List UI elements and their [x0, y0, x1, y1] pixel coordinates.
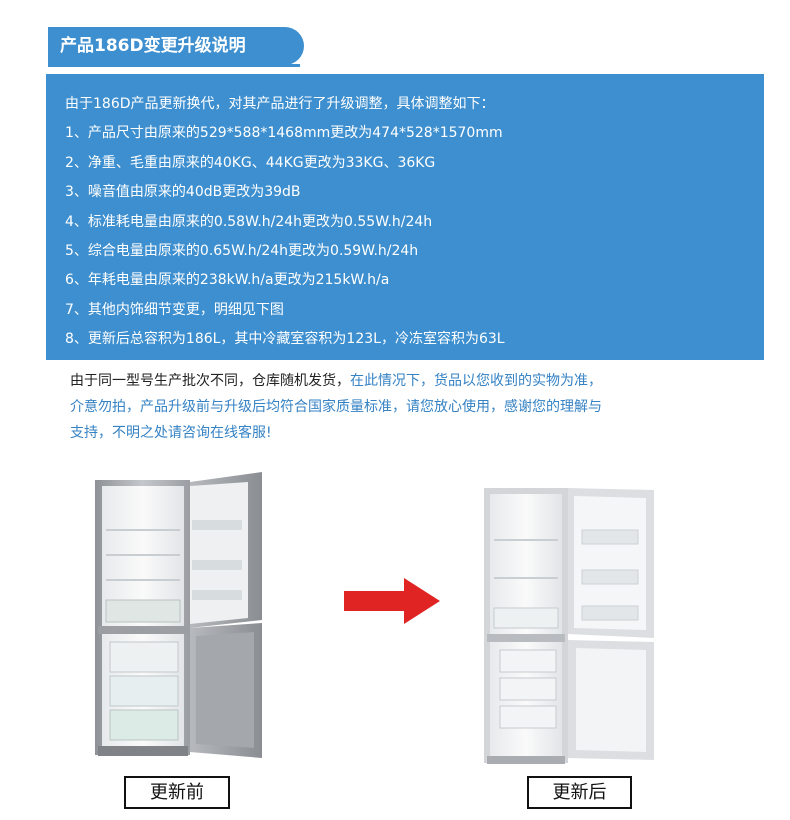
info-intro: 由于186D产品更新换代，对其产品进行了升级调整，具体调整如下：	[65, 96, 495, 112]
right-arrow-icon	[344, 578, 440, 624]
info-item-4: 4、标准耗电量由原来的0.58W.h/24h更改为0.55W.h/24h	[65, 213, 433, 230]
title-underline	[48, 64, 300, 67]
label-after-update: 更新后	[527, 776, 632, 809]
notice-blue-text-3: 支持，不明之处请咨询在线客服!	[70, 425, 272, 441]
label-before-update: 更新前	[124, 776, 230, 809]
section-title: 产品186D变更升级说明	[48, 27, 304, 65]
info-item-7: 7、其他内饰细节变更，明细见下图	[65, 301, 284, 318]
info-item-2: 2、净重、毛重由原来的40KG、44KG更改为33KG、36KG	[65, 154, 436, 171]
fridge-after-image	[484, 488, 654, 764]
notice-blue-text-1: 在此情况下，货品以您收到的实物为准，	[350, 373, 602, 389]
notice-blue-text-2: 介意勿拍，产品升级前与升级后均符合国家质量标准，请您放心使用，感谢您的理解与	[70, 399, 602, 415]
fridge-comparison-illustration	[95, 472, 654, 764]
change-info-box: 由于186D产品更新换代，对其产品进行了升级调整，具体调整如下： 1、产品尺寸由…	[46, 74, 764, 360]
notice-dark-text: 由于同一型号生产批次不同，仓库随机发货，	[70, 373, 350, 389]
info-item-1: 1、产品尺寸由原来的529*588*1468mm更改为474*528*1570m…	[65, 125, 503, 142]
fridge-before-image	[95, 472, 262, 758]
info-item-8: 8、更新后总容积为186L，其中冷藏室容积为123L，冷冻室容积为63L	[65, 331, 505, 348]
info-item-6: 6、年耗电量由原来的238kW.h/a更改为215kW.h/a	[65, 272, 390, 289]
info-item-3: 3、噪音值由原来的40dB更改为39dB	[65, 184, 301, 201]
shipping-notice: 由于同一型号生产批次不同，仓库随机发货，在此情况下，货品以您收到的实物为准， 介…	[70, 368, 750, 446]
info-item-5: 5、综合电量由原来的0.65W.h/24h更改为0.59W.h/24h	[65, 243, 419, 260]
